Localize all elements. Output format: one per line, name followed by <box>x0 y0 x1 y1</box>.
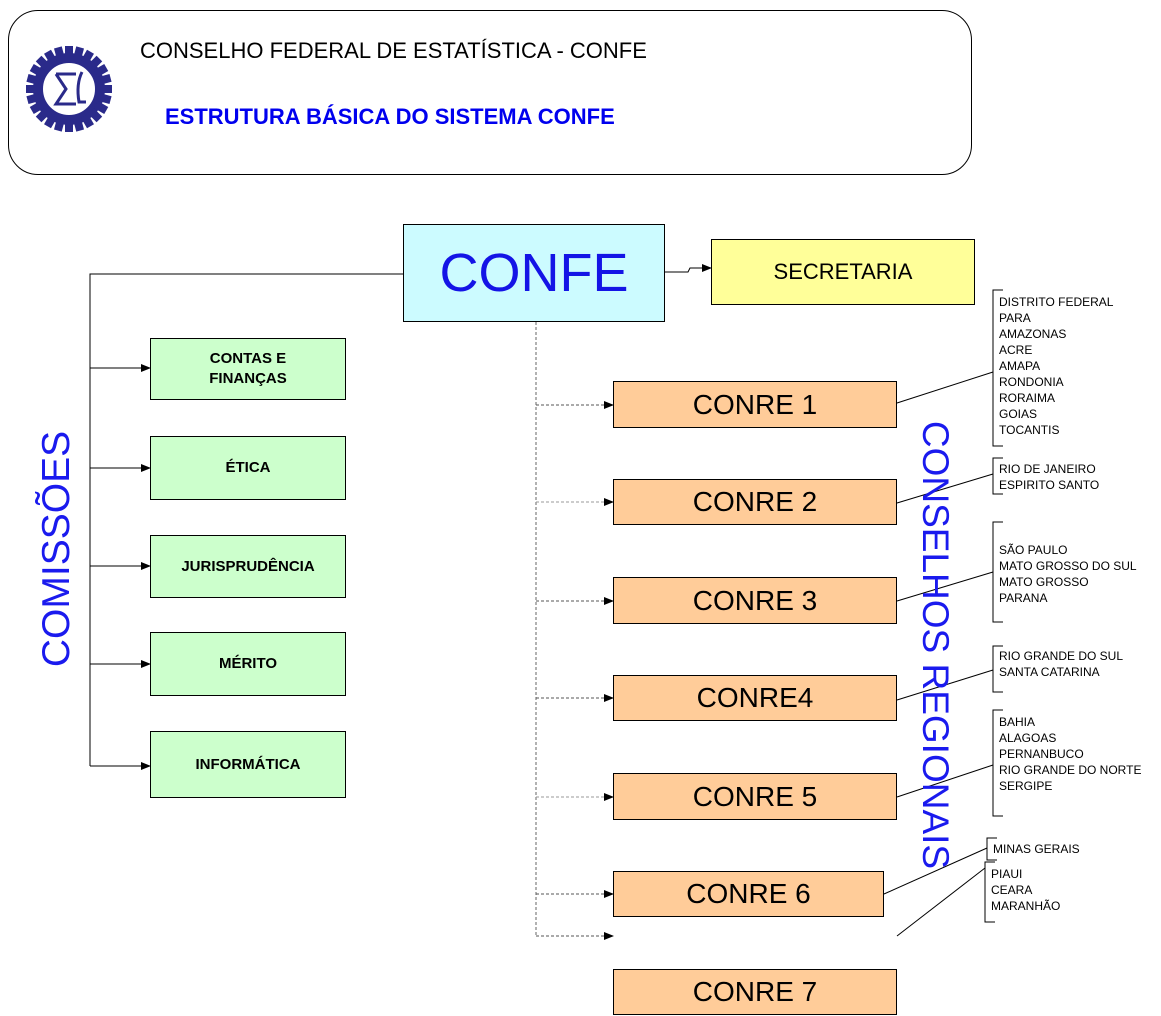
bracket-conre6 <box>986 837 997 861</box>
leader-conre1 <box>896 371 994 404</box>
conre-6-box: CONRE 6 <box>613 871 884 917</box>
conre-3-states: SÃO PAULO MATO GROSSO DO SUL MATO GROSSO… <box>999 542 1137 606</box>
conre-1-states: DISTRITO FEDERAL PARA AMAZONAS ACRE AMAP… <box>999 294 1113 438</box>
leader-conre2 <box>896 473 994 504</box>
commissions-group-text: COMISSÕES <box>35 430 78 668</box>
bracket-conre3 <box>992 521 1003 623</box>
bracket-conre7 <box>984 861 995 923</box>
state-item: RONDONIA <box>999 375 1064 389</box>
state-item: ALAGOAS <box>999 731 1057 745</box>
commissions-group-label: COMISSÕES <box>26 420 88 678</box>
state-item: RIO GRANDE DO SUL <box>999 649 1124 663</box>
leader-conre7 <box>896 867 986 937</box>
state-item: MATO GROSSO DO SUL <box>999 559 1137 573</box>
bracket-conre1 <box>992 289 1003 447</box>
state-item: AMAZONAS <box>999 327 1067 341</box>
conre-6-states: MINAS GERAIS <box>993 841 1080 857</box>
state-item: MATO GROSSO <box>999 575 1089 589</box>
state-item: ESPIRITO SANTO <box>999 478 1100 492</box>
conre-4-states: RIO GRANDE DO SUL SANTA CATARINA <box>999 648 1123 680</box>
commission-contas-financas: CONTAS E FINANÇAS <box>150 338 346 400</box>
state-item: BAHIA <box>999 715 1036 729</box>
commission-informatica: INFORMÁTICA <box>150 731 346 798</box>
bracket-conre4 <box>992 645 1003 693</box>
state-item: TOCANTIS <box>999 423 1060 437</box>
confe-commissions-trunk <box>89 273 403 766</box>
state-item: MARANHÃO <box>991 899 1061 913</box>
confe-secretaria-link <box>665 264 712 273</box>
bracket-conre2 <box>992 457 1003 495</box>
leader-conre3 <box>896 571 994 602</box>
commission-merito: MÉRITO <box>150 632 346 696</box>
bracket-conre5 <box>992 709 1003 817</box>
conre-4-box: CONRE4 <box>613 675 897 721</box>
header-subtitle: ESTRUTURA BÁSICA DO SISTEMA CONFE <box>165 104 615 129</box>
state-item: SANTA CATARINA <box>999 665 1100 679</box>
confe-logo-icon <box>24 44 114 134</box>
state-item: PERNANBUCO <box>999 747 1084 761</box>
leader-conre5 <box>896 764 994 798</box>
conre-5-states: BAHIA ALAGOAS PERNANBUCO RIO GRANDE DO N… <box>999 714 1141 794</box>
leader-conre4 <box>896 669 994 701</box>
header-panel <box>8 10 972 175</box>
state-item: AMAPA <box>999 359 1041 373</box>
conre-1-box: CONRE 1 <box>613 381 897 428</box>
state-item: SÃO PAULO <box>999 543 1068 557</box>
conre-7-states: PIAUI CEARA MARANHÃO <box>991 866 1060 914</box>
commission-jurisprudencia: JURISPRUDÊNCIA <box>150 535 346 598</box>
state-item: GOIAS <box>999 407 1038 421</box>
state-item: PARA <box>999 311 1031 325</box>
state-item: MINAS GERAIS <box>993 842 1080 856</box>
regional-councils-group-text: CONSELHOS REGIONAIS <box>915 420 956 870</box>
state-item: ACRE <box>999 343 1033 357</box>
state-item: RIO GRANDE DO NORTE <box>999 763 1142 777</box>
regional-councils-group-label: CONSELHOS REGIONAIS <box>910 421 960 869</box>
conre-2-box: CONRE 2 <box>613 479 897 525</box>
leader-conre6 <box>883 847 988 895</box>
conre-2-states: RIO DE JANEIRO ESPIRITO SANTO <box>999 461 1099 493</box>
secretaria-box: SECRETARIA <box>711 239 975 305</box>
header-title: CONSELHO FEDERAL DE ESTATÍSTICA - CONFE <box>140 38 647 63</box>
conre-3-box: CONRE 3 <box>613 577 897 624</box>
confe-box: CONFE <box>403 224 665 322</box>
state-item: RORAIMA <box>999 391 1056 405</box>
state-item: CEARA <box>991 883 1033 897</box>
conre-5-box: CONRE 5 <box>613 773 897 820</box>
state-item: PARANA <box>999 591 1048 605</box>
state-item: SERGIPE <box>999 779 1053 793</box>
commission-etica: ÉTICA <box>150 436 346 500</box>
state-item: PIAUI <box>991 867 1023 881</box>
conre-7-box: CONRE 7 <box>613 969 897 1015</box>
state-item: RIO DE JANEIRO <box>999 462 1096 476</box>
state-item: DISTRITO FEDERAL <box>999 295 1114 309</box>
